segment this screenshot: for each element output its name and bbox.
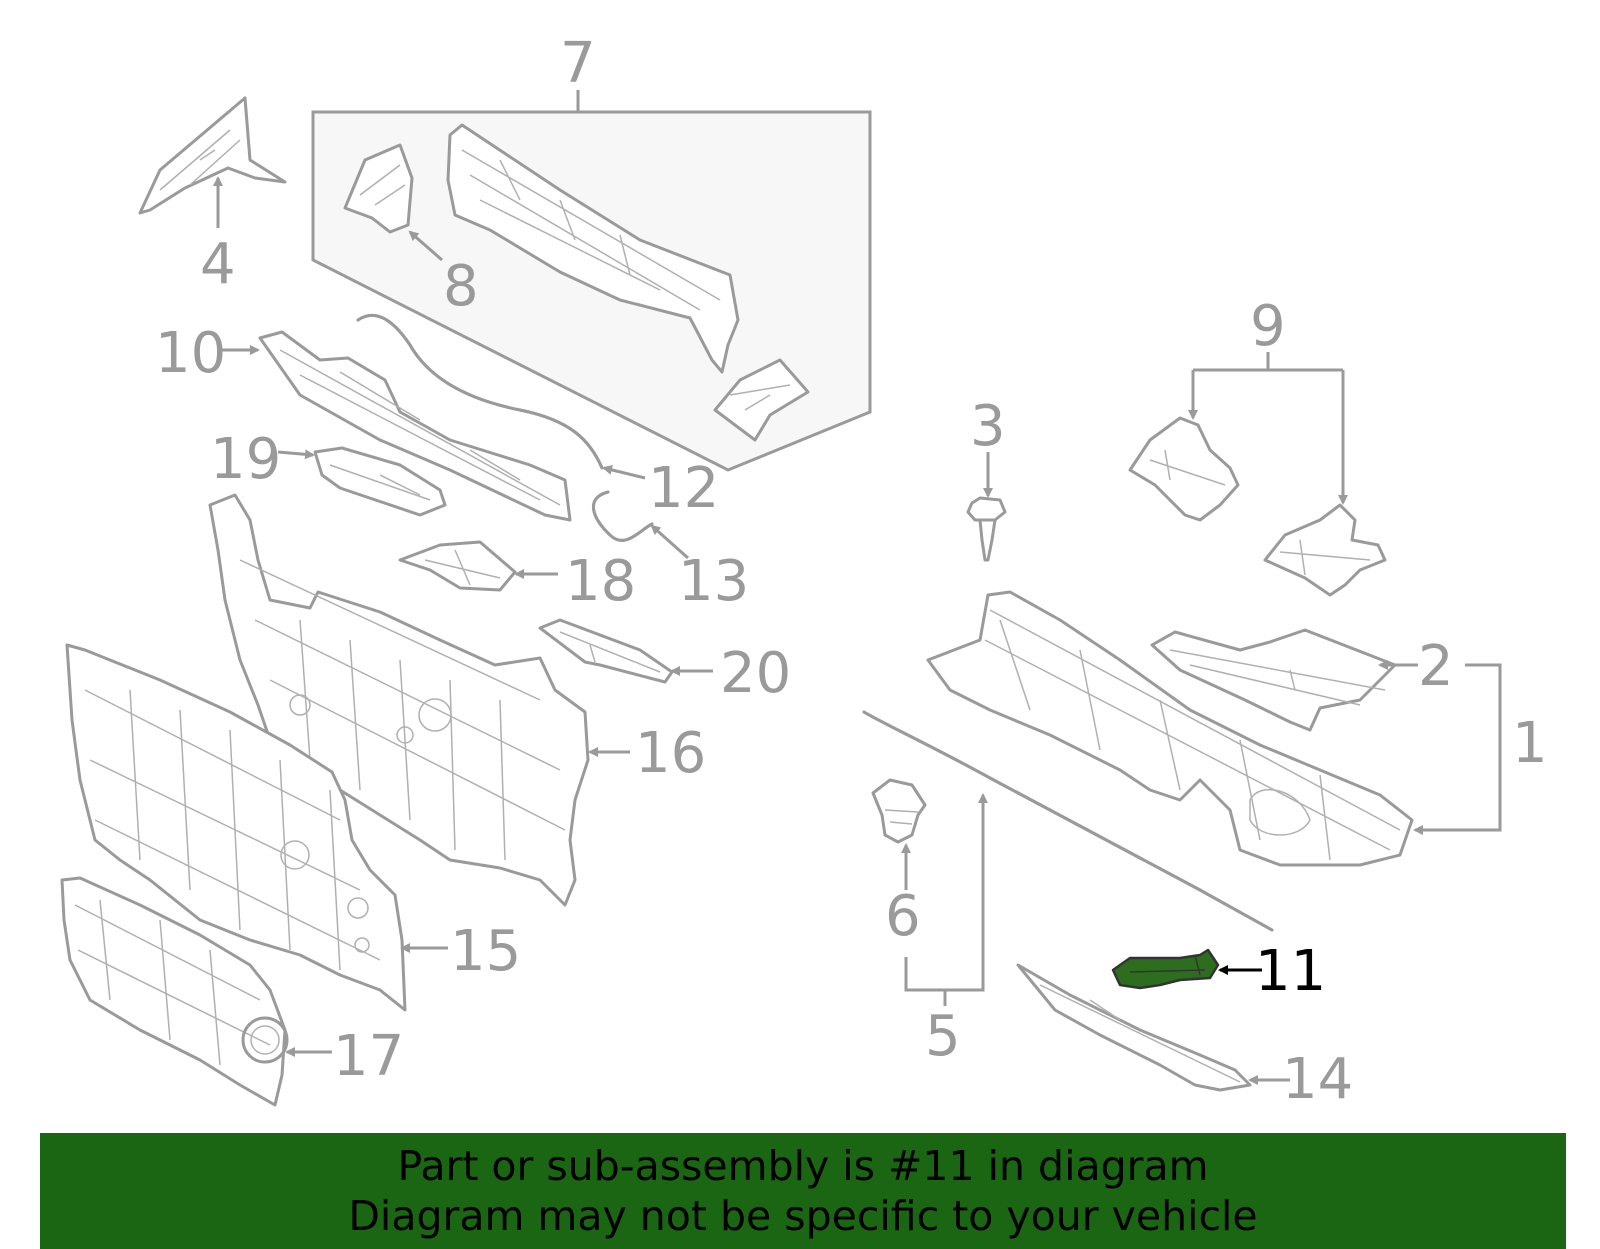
callout-3: 3 [970,394,1006,459]
callout-6: 6 [885,884,921,949]
banner-line-2: Diagram may not be specific to your vehi… [348,1192,1258,1240]
callout-2: 2 [1418,634,1454,699]
callout-20: 20 [720,641,791,706]
callout-7: 7 [560,31,596,96]
callout-5: 5 [925,1004,961,1069]
callout-17: 17 [333,1024,404,1089]
part-14-strip [1016,963,1290,1092]
callout-14: 14 [1282,1047,1353,1112]
part-3-clip [966,452,1007,562]
part-11-highlighted-bracket [1111,948,1262,990]
part-19-insulator [277,446,447,517]
callout-16: 16 [635,721,706,786]
part-9-brackets [1128,352,1387,597]
banner-line-1: Part or sub-assembly is #11 in diagram [397,1142,1209,1190]
part-10-panel [222,330,572,522]
part-13-hose [591,490,654,542]
part-1-cowl-top [926,590,1502,867]
callout-9: 9 [1250,294,1286,359]
leader-12 [602,465,646,480]
part-8-bracket [343,143,443,262]
part-7-cowl-panel [446,123,810,442]
callout-10: 10 [155,321,226,386]
leader-13 [650,524,689,560]
info-banner: Part or sub-assembly is #11 in diagram D… [40,1133,1566,1249]
part-5-seal [862,710,1274,1006]
parts-diagram: 1 2 3 4 5 6 7 8 9 10 11 12 13 14 15 16 1… [60,31,1548,1112]
callout-4: 4 [200,232,236,297]
part-4-bracket [138,96,287,228]
callout-12: 12 [648,456,719,521]
part-18-bracket [398,540,558,592]
callout-19: 19 [210,427,281,492]
callout-15: 15 [450,919,521,984]
callout-1: 1 [1512,711,1548,776]
callout-11: 11 [1255,939,1326,1004]
callout-8: 8 [443,254,479,319]
part-17-insulator [60,876,332,1107]
callout-13: 13 [678,549,749,614]
part-20-bracket [538,618,713,684]
part-15-dash-insulator [65,643,448,1012]
callout-18: 18 [565,549,636,614]
part-6-clip [871,778,927,890]
part-2-cover [1150,628,1418,732]
